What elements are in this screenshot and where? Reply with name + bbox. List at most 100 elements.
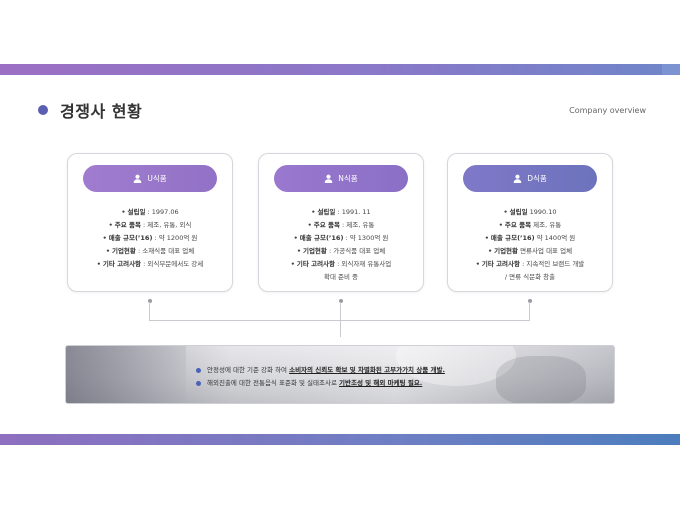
info-value: : 외식부문에서도 강세 xyxy=(141,260,204,268)
info-key: 설립일 xyxy=(317,208,336,216)
competitor-name: D식품 xyxy=(527,174,547,183)
bottom-accent-bar xyxy=(0,434,680,445)
info-row-status: •기업현황 면류사업 대표 업체 xyxy=(454,245,606,258)
competitor-name-pill: N식품 xyxy=(274,165,408,192)
bullet-icon: • xyxy=(484,234,489,242)
info-value: : 1991. 11 xyxy=(335,208,371,216)
info-row-items: •주요 품목 : 제조, 유통 xyxy=(265,219,417,232)
bullet-icon: • xyxy=(475,260,480,268)
info-key: 기타 고려사항 xyxy=(296,260,336,268)
bullet-icon: • xyxy=(121,208,126,216)
info-row-other: •기타 고려사항 : 외식자재 유통사업 xyxy=(265,258,417,271)
info-value: : 지속적인 브랜드 개발 xyxy=(520,260,585,268)
page-title: 경쟁사 현황 xyxy=(60,102,143,121)
info-row-items: •주요 품목 제조, 유통 xyxy=(454,219,606,232)
info-row-founded: •설립일 1990.10 xyxy=(454,206,606,219)
summary-line-2: 해외진출에 대한 전통음식 표준화 및 실태조사로 기반조성 및 해외 마케팅 … xyxy=(196,377,422,387)
banner-background-image xyxy=(66,346,186,403)
info-value: 1990.10 xyxy=(527,208,557,216)
competitor-info: •설립일 1990.10 •주요 품목 제조, 유통 •매출 규모(’16) 약… xyxy=(454,206,606,284)
bullet-icon: • xyxy=(311,208,316,216)
competitor-info: •설립일 : 1997.06 •주요 품목 : 제조, 유통, 외식 •매출 규… xyxy=(74,206,226,271)
info-value: : 약 1200억 원 xyxy=(152,234,198,242)
info-key: 설립일 xyxy=(509,208,528,216)
bullet-icon: • xyxy=(503,208,508,216)
info-key: 매출 규모(’16) xyxy=(108,234,153,242)
bullet-icon: • xyxy=(290,260,295,268)
info-value: : 제조, 유통 xyxy=(339,221,375,229)
summary-line-1: 안정성에 대한 기준 강화 하여 소비자의 신뢰도 확보 및 차별화된 고부가가… xyxy=(196,364,445,374)
info-value: : 외식자재 유통사업 xyxy=(335,260,392,268)
competitor-name: N식품 xyxy=(338,174,358,183)
info-value: : 1997.06 xyxy=(145,208,179,216)
summary-emphasis: 소비자의 신뢰도 확보 및 차별화된 고부가가치 상품 개발. xyxy=(289,366,445,374)
info-value: 면류사업 대표 업체 xyxy=(518,247,573,255)
top-accent-bar-tip xyxy=(662,64,680,75)
connector-line xyxy=(149,302,150,320)
info-value: : 약 1300억 원 xyxy=(343,234,389,242)
page-subtitle: Company overview xyxy=(569,106,646,115)
info-value: : 소재식품 대표 업체 xyxy=(135,247,195,255)
bullet-icon: • xyxy=(296,247,301,255)
bullet-icon: • xyxy=(487,247,493,255)
user-icon xyxy=(513,174,522,183)
info-row-revenue: •매출 규모(’16) : 약 1300억 원 xyxy=(265,232,417,245)
summary-text: 해외진출에 대한 전통음식 표준화 및 실태조사로 xyxy=(207,379,339,387)
info-row-revenue: •매출 규모(’16) 약 1400억 원 xyxy=(454,232,606,245)
info-row-items: •주요 품목 : 제조, 유통, 외식 xyxy=(74,219,226,232)
bullet-icon: • xyxy=(102,234,107,242)
connector-line xyxy=(149,320,530,321)
bullet-icon: • xyxy=(96,260,101,268)
info-row-continued: / 면류 식문화 창출 xyxy=(504,273,556,281)
info-value: : 가공식품 대표 업체 xyxy=(326,247,386,255)
connector-node xyxy=(339,299,343,303)
bullet-icon: • xyxy=(108,221,113,229)
info-row-continued: 확대 준비 중 xyxy=(323,273,359,281)
competitor-card-n: N식품 •설립일 : 1991. 11 •주요 품목 : 제조, 유통 •매출 … xyxy=(258,153,424,292)
connector-node xyxy=(148,299,152,303)
info-key: 기업현황 xyxy=(111,247,136,255)
info-key: 기업현황 xyxy=(302,247,327,255)
info-key: 기타 고려사항 xyxy=(481,260,521,268)
title-dot-icon xyxy=(38,105,48,115)
info-key: 주요 품목 xyxy=(114,221,141,229)
info-row-other: •기타 고려사항 : 지속적인 브랜드 개발 xyxy=(454,258,606,271)
info-row-founded: •설립일 : 1997.06 xyxy=(74,206,226,219)
bullet-dot-icon xyxy=(196,380,201,386)
info-key: 설립일 xyxy=(127,208,146,216)
info-row-founded: •설립일 : 1991. 11 xyxy=(265,206,417,219)
bullet-dot-icon xyxy=(196,367,201,373)
bullet-icon: • xyxy=(293,234,298,242)
info-key: 기업현황 xyxy=(494,247,519,255)
bullet-icon: • xyxy=(498,221,503,229)
competitor-name: U식품 xyxy=(147,174,167,183)
info-row-status: •기업현황 : 가공식품 대표 업체 xyxy=(265,245,417,258)
info-key: 매출 규모(’16) xyxy=(490,234,535,242)
competitor-name-pill: D식품 xyxy=(463,165,597,192)
user-icon xyxy=(134,174,142,183)
info-key: 주요 품목 xyxy=(504,221,532,229)
info-value: 약 1400억 원 xyxy=(534,234,576,242)
info-value: 제조, 유통 xyxy=(531,221,562,229)
summary-emphasis: 기반조성 및 해외 마케팅 필요. xyxy=(339,379,423,387)
connector-line xyxy=(340,302,341,337)
banner-background-image xyxy=(496,356,586,403)
info-row-revenue: •매출 규모(’16) : 약 1200억 원 xyxy=(74,232,226,245)
bullet-icon: • xyxy=(105,247,110,255)
summary-text: 안정성에 대한 기준 강화 하여 xyxy=(207,366,290,374)
bullet-icon: • xyxy=(307,221,312,229)
competitor-name-pill: U식품 xyxy=(83,165,217,192)
top-accent-bar xyxy=(0,64,680,75)
info-value: : 제조, 유통, 외식 xyxy=(140,221,192,229)
connector-line xyxy=(529,302,530,320)
info-key: 매출 규모(’16) xyxy=(299,234,344,242)
competitor-card-d: D식품 •설립일 1990.10 •주요 품목 제조, 유통 •매출 규모(’1… xyxy=(447,153,613,292)
competitor-card-u: U식품 •설립일 : 1997.06 •주요 품목 : 제조, 유통, 외식 •… xyxy=(67,153,233,292)
info-row-status: •기업현황 : 소재식품 대표 업체 xyxy=(74,245,226,258)
info-key: 주요 품목 xyxy=(313,221,340,229)
info-row-other: •기타 고려사항 : 외식부문에서도 강세 xyxy=(74,258,226,271)
summary-banner: 안정성에 대한 기준 강화 하여 소비자의 신뢰도 확보 및 차별화된 고부가가… xyxy=(65,345,615,404)
competitor-info: •설립일 : 1991. 11 •주요 품목 : 제조, 유통 •매출 규모(’… xyxy=(265,206,417,284)
info-key: 기타 고려사항 xyxy=(102,260,142,268)
connector-node xyxy=(528,299,532,303)
